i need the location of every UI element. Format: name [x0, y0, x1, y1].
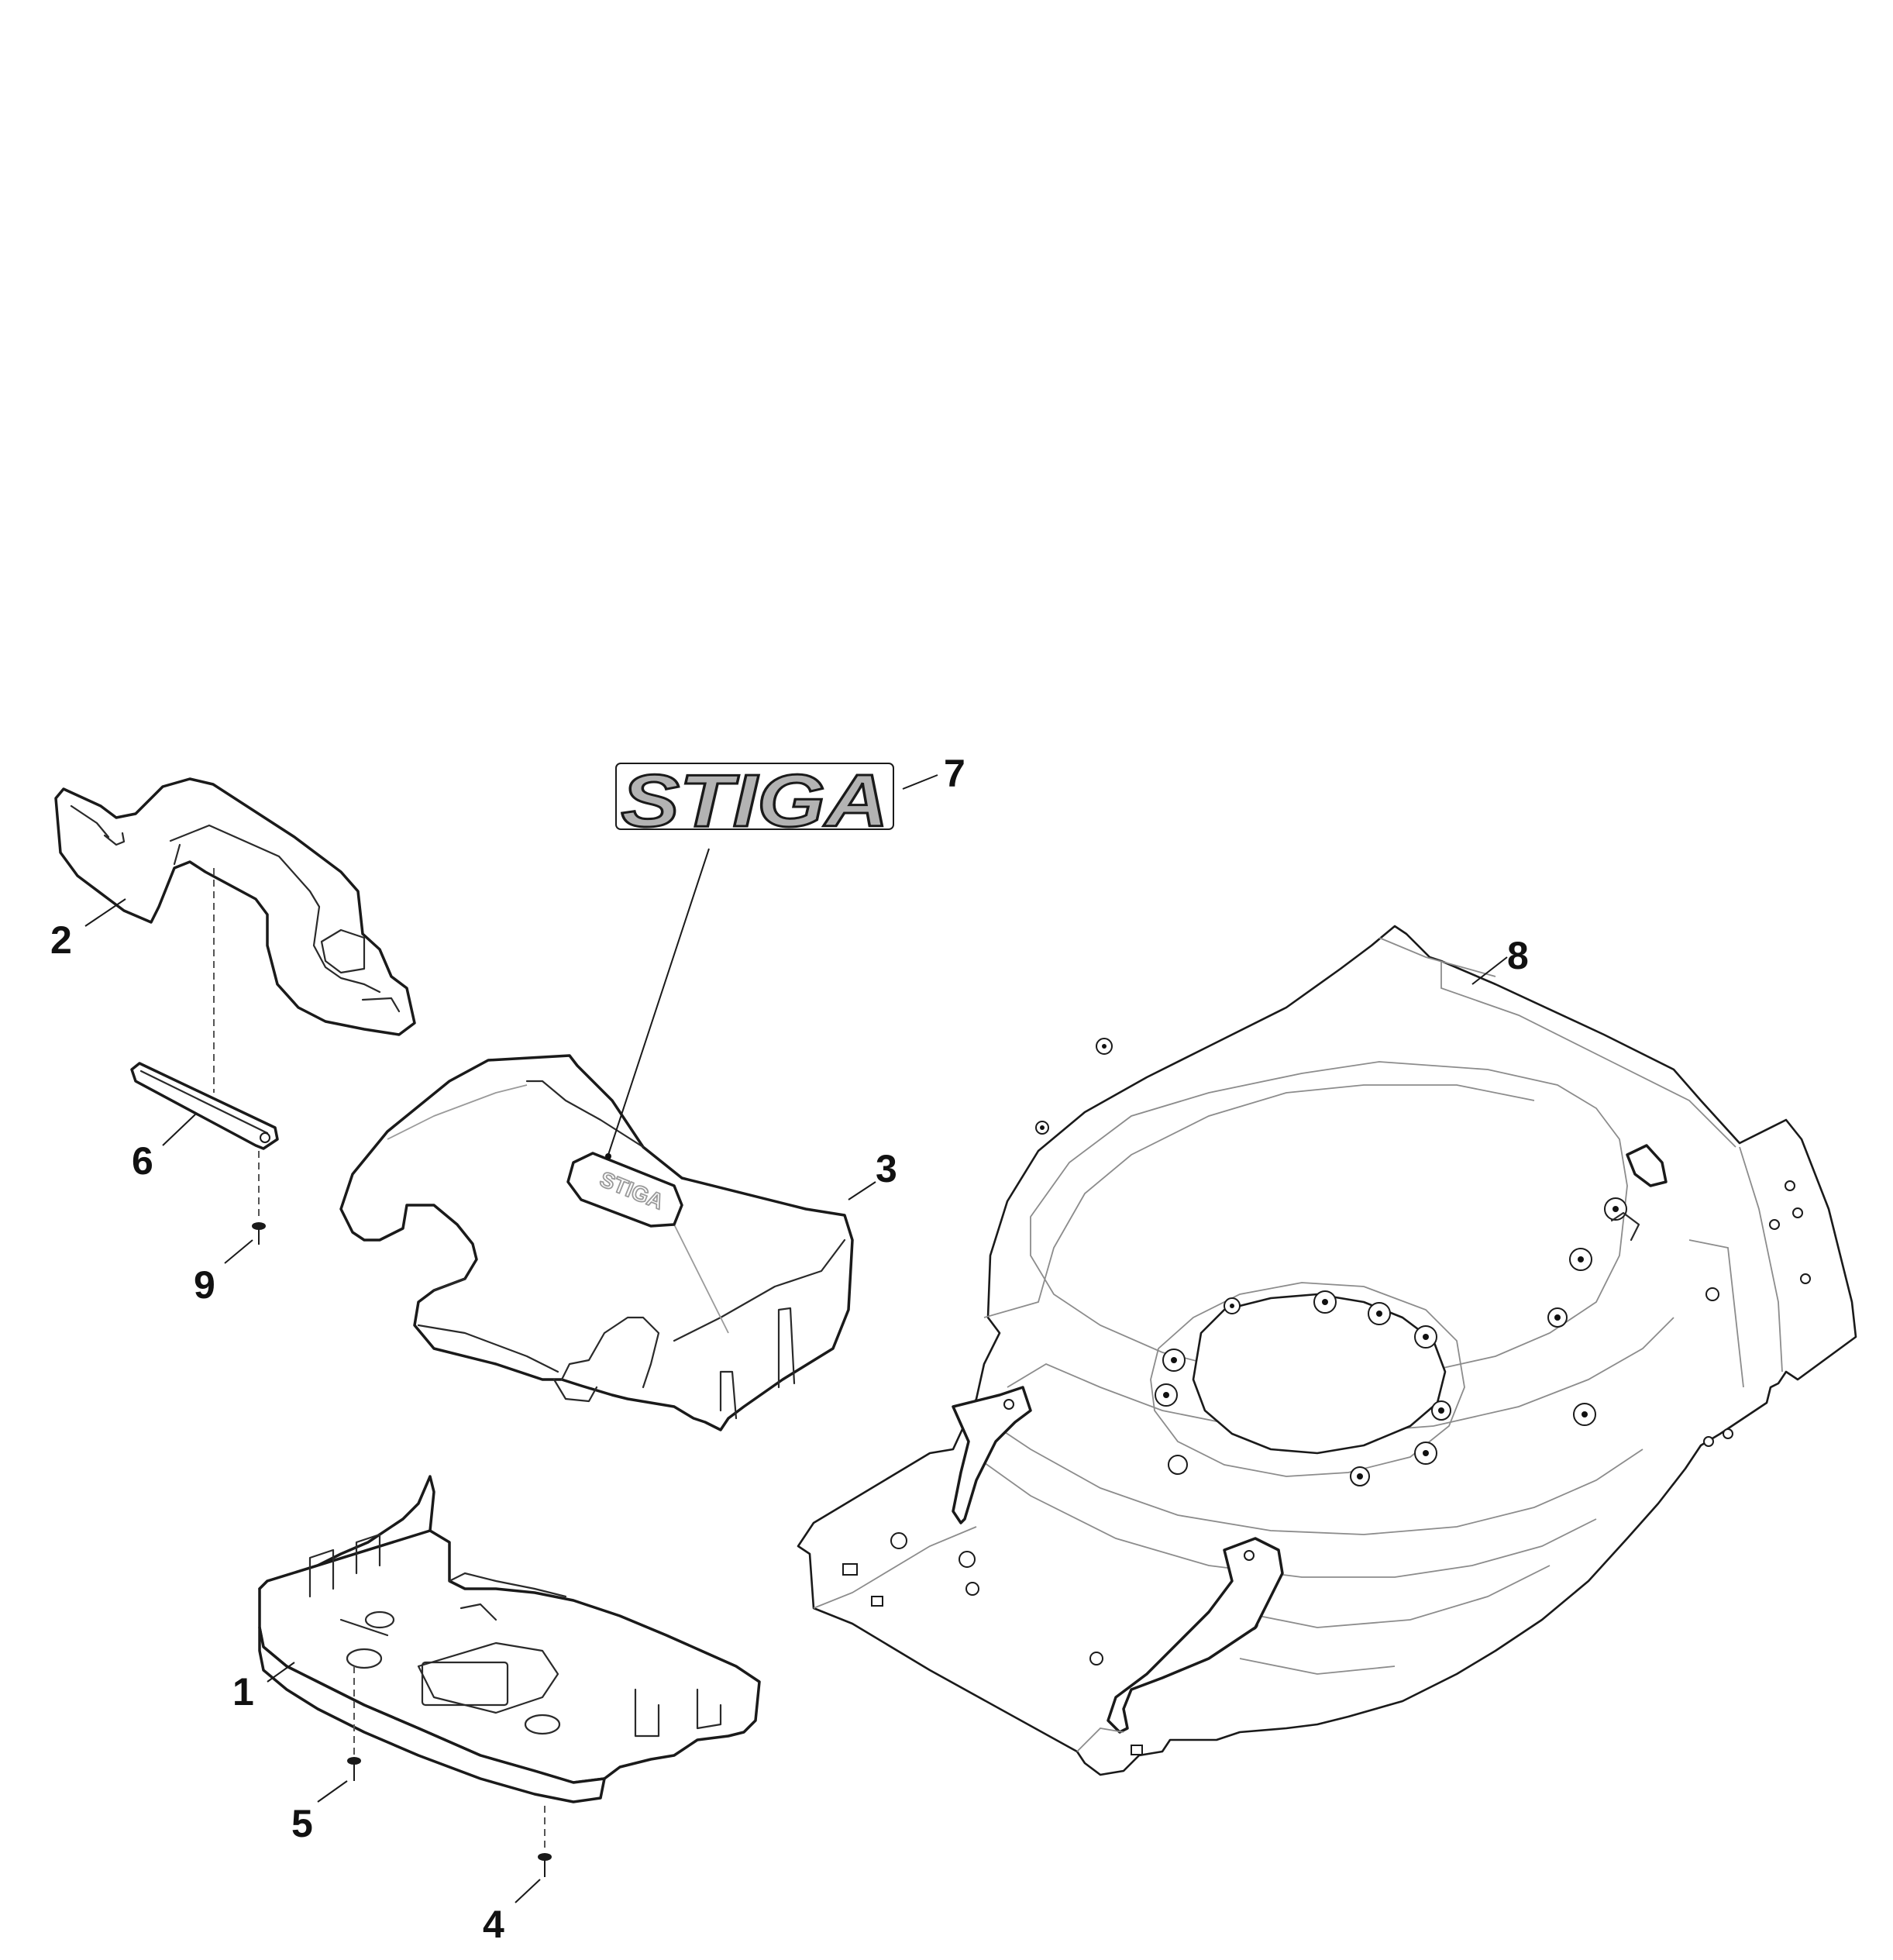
leader-6: [162, 1114, 196, 1146]
callout-5: 5: [291, 1802, 313, 1845]
screw-9-icon: [252, 1222, 266, 1245]
callout-3: 3: [876, 1147, 897, 1190]
leader-8: [1471, 956, 1508, 985]
part-7-stiga-decal: STIGA: [615, 759, 894, 844]
callout-2: 2: [50, 918, 72, 962]
part-1-front-cover: [258, 1475, 761, 1803]
callout-7: 7: [944, 752, 965, 795]
callout-4: 4: [483, 1903, 504, 1946]
part-6-support-bar: [130, 1062, 279, 1150]
leader-3: [848, 1181, 876, 1200]
callout-9: 9: [194, 1263, 215, 1307]
screw-5-icon: [347, 1757, 361, 1781]
screw-4-icon: [538, 1853, 552, 1877]
part-3-rear-cover: STIGA: [339, 1054, 854, 1431]
leader-2: [84, 898, 126, 927]
leader-1: [267, 1662, 295, 1683]
leader-4: [515, 1879, 541, 1903]
leader-7: [902, 774, 938, 790]
callout-1: 1: [232, 1670, 254, 1714]
part-2-upper-handle-cover: [54, 777, 416, 1036]
leader-5: [317, 1780, 348, 1803]
callout-6: 6: [132, 1139, 153, 1183]
part-8-mower-deck: [797, 925, 1857, 1776]
callout-8: 8: [1507, 934, 1529, 977]
stiga-logo-text: STIGA: [621, 760, 889, 842]
leader-7-decal-to-cover: [607, 848, 710, 1156]
leader-9: [224, 1239, 253, 1264]
